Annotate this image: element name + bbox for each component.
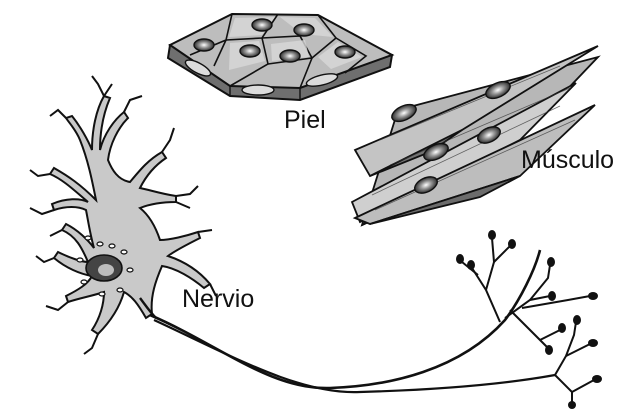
nerve-label: Nervio (182, 287, 254, 312)
skin-label: Piel (284, 108, 326, 133)
muscle-label: Músculo (521, 148, 614, 173)
skin-cells-illustration (168, 14, 392, 100)
muscle-cells-illustration (352, 46, 598, 225)
